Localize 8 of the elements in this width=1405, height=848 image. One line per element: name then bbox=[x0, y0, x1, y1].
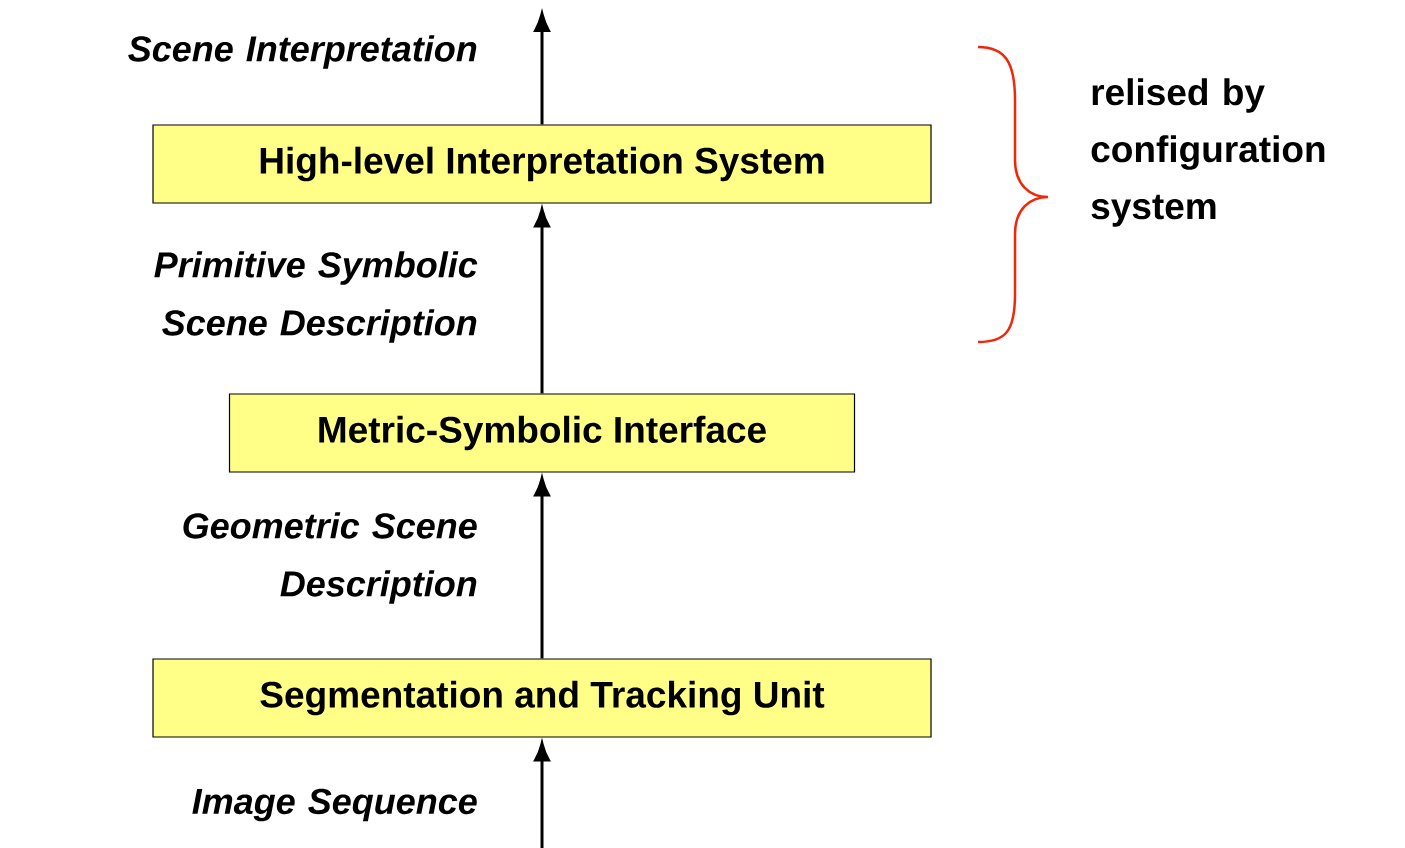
edge-label: Primitive Symbolic Scene Description bbox=[154, 251, 478, 343]
process-box: Segmentation and Tracking Unit bbox=[152, 658, 932, 738]
process-box: High-level Interpretation System bbox=[152, 124, 932, 204]
edge-label: Geometric Scene Description bbox=[183, 512, 477, 604]
process-box: Metric-Symbolic Interface bbox=[228, 393, 856, 473]
note-text: relised by configuration system bbox=[1091, 78, 1325, 227]
edge-label: Scene Interpretation bbox=[128, 35, 477, 69]
edge-label: Image Sequence bbox=[192, 788, 477, 822]
